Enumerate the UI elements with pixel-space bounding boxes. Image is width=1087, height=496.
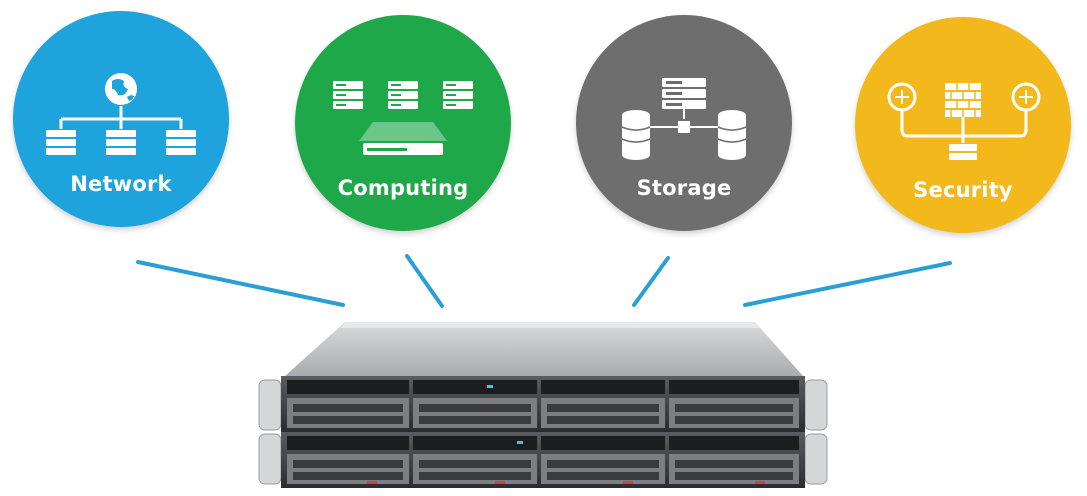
connector-network	[136, 260, 345, 307]
network-topology-icon	[46, 73, 196, 155]
server-cluster-icon	[333, 81, 473, 155]
connector-security	[743, 261, 952, 307]
storage-circle[interactable]: Storage	[576, 15, 792, 231]
connector-storage	[632, 256, 670, 307]
security-circle[interactable]: Security	[855, 17, 1071, 233]
storage-database-icon	[621, 78, 747, 160]
rack-server-icon	[258, 322, 828, 488]
connector-computing	[405, 254, 444, 308]
computing-label: Computing	[337, 176, 469, 200]
computing-circle[interactable]: Computing	[295, 15, 511, 231]
storage-label: Storage	[636, 176, 732, 200]
network-label: Network	[70, 172, 172, 196]
security-label: Security	[913, 178, 1013, 202]
firewall-icon	[887, 82, 1041, 160]
network-circle[interactable]: Network	[13, 11, 229, 227]
